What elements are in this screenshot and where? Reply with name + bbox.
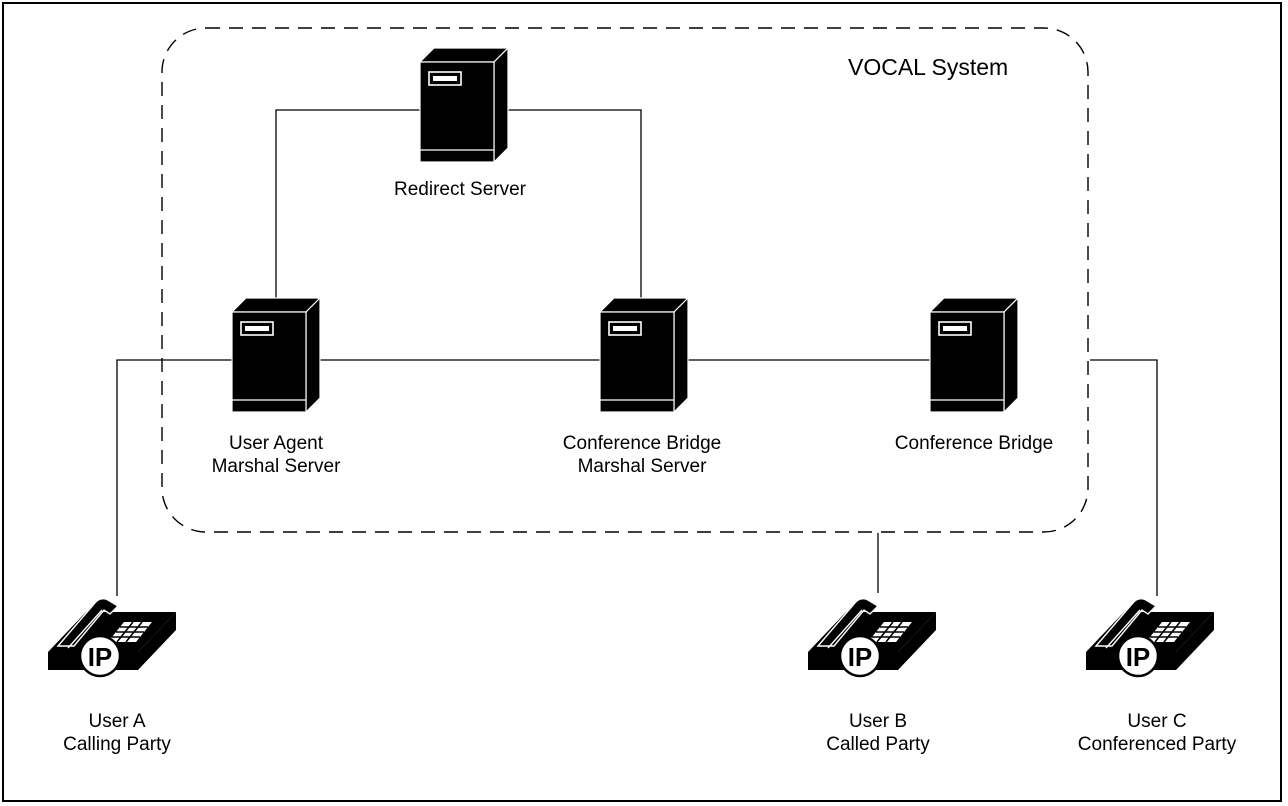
user-c-name: User C bbox=[1127, 711, 1187, 732]
connection-lines bbox=[116, 109, 1158, 596]
ip-badge-user-b: IP bbox=[848, 642, 873, 672]
ip-phone-icon: IP bbox=[807, 597, 937, 678]
ua-marshal-server-label: User Agent Marshal Server bbox=[212, 432, 341, 478]
ip-badge-user-c: IP bbox=[1126, 642, 1151, 672]
link-redirect-cb-marshal bbox=[501, 109, 642, 308]
user-b-role: Called Party bbox=[826, 734, 930, 755]
cb-marshal-line1: Conference Bridge bbox=[562, 433, 722, 454]
user-c-role: Conferenced Party bbox=[1077, 734, 1237, 755]
redirect-server-label-text: Redirect Server bbox=[394, 179, 526, 200]
redirect-server-icon bbox=[419, 47, 509, 163]
conference-bridge-label-text: Conference Bridge bbox=[894, 433, 1054, 454]
ua-marshal-line2: Marshal Server bbox=[211, 456, 341, 477]
ua-marshal-server-icon bbox=[231, 297, 321, 413]
user-a-label: User A Calling Party bbox=[63, 710, 171, 756]
cb-marshal-server-label: Conference Bridge Marshal Server bbox=[563, 432, 721, 478]
user-a-role: Calling Party bbox=[63, 734, 171, 755]
conference-bridge-icon bbox=[929, 297, 1019, 413]
cb-marshal-line2: Marshal Server bbox=[577, 456, 707, 477]
ip-badge-user-a: IP bbox=[88, 642, 113, 672]
cb-marshal-server-icon bbox=[599, 297, 689, 413]
redirect-server-label: Redirect Server bbox=[394, 178, 526, 201]
user-b-label: User B Called Party bbox=[826, 710, 930, 756]
conference-bridge-label: Conference Bridge bbox=[895, 432, 1053, 455]
vocal-system-title: VOCAL System bbox=[848, 54, 1009, 80]
user-b-name: User B bbox=[848, 711, 908, 732]
vocal-system-boundary bbox=[161, 27, 1089, 533]
link-user-a bbox=[116, 359, 232, 596]
ip-phone-icon: IP bbox=[1085, 597, 1215, 678]
ua-marshal-line1: User Agent bbox=[228, 433, 323, 454]
link-redirect-ua-marshal bbox=[275, 109, 423, 310]
user-c-label: User C Conferenced Party bbox=[1078, 710, 1236, 756]
ip-phone-icon: IP bbox=[47, 597, 177, 678]
user-a-name: User A bbox=[88, 711, 146, 732]
link-user-c bbox=[1090, 359, 1158, 596]
